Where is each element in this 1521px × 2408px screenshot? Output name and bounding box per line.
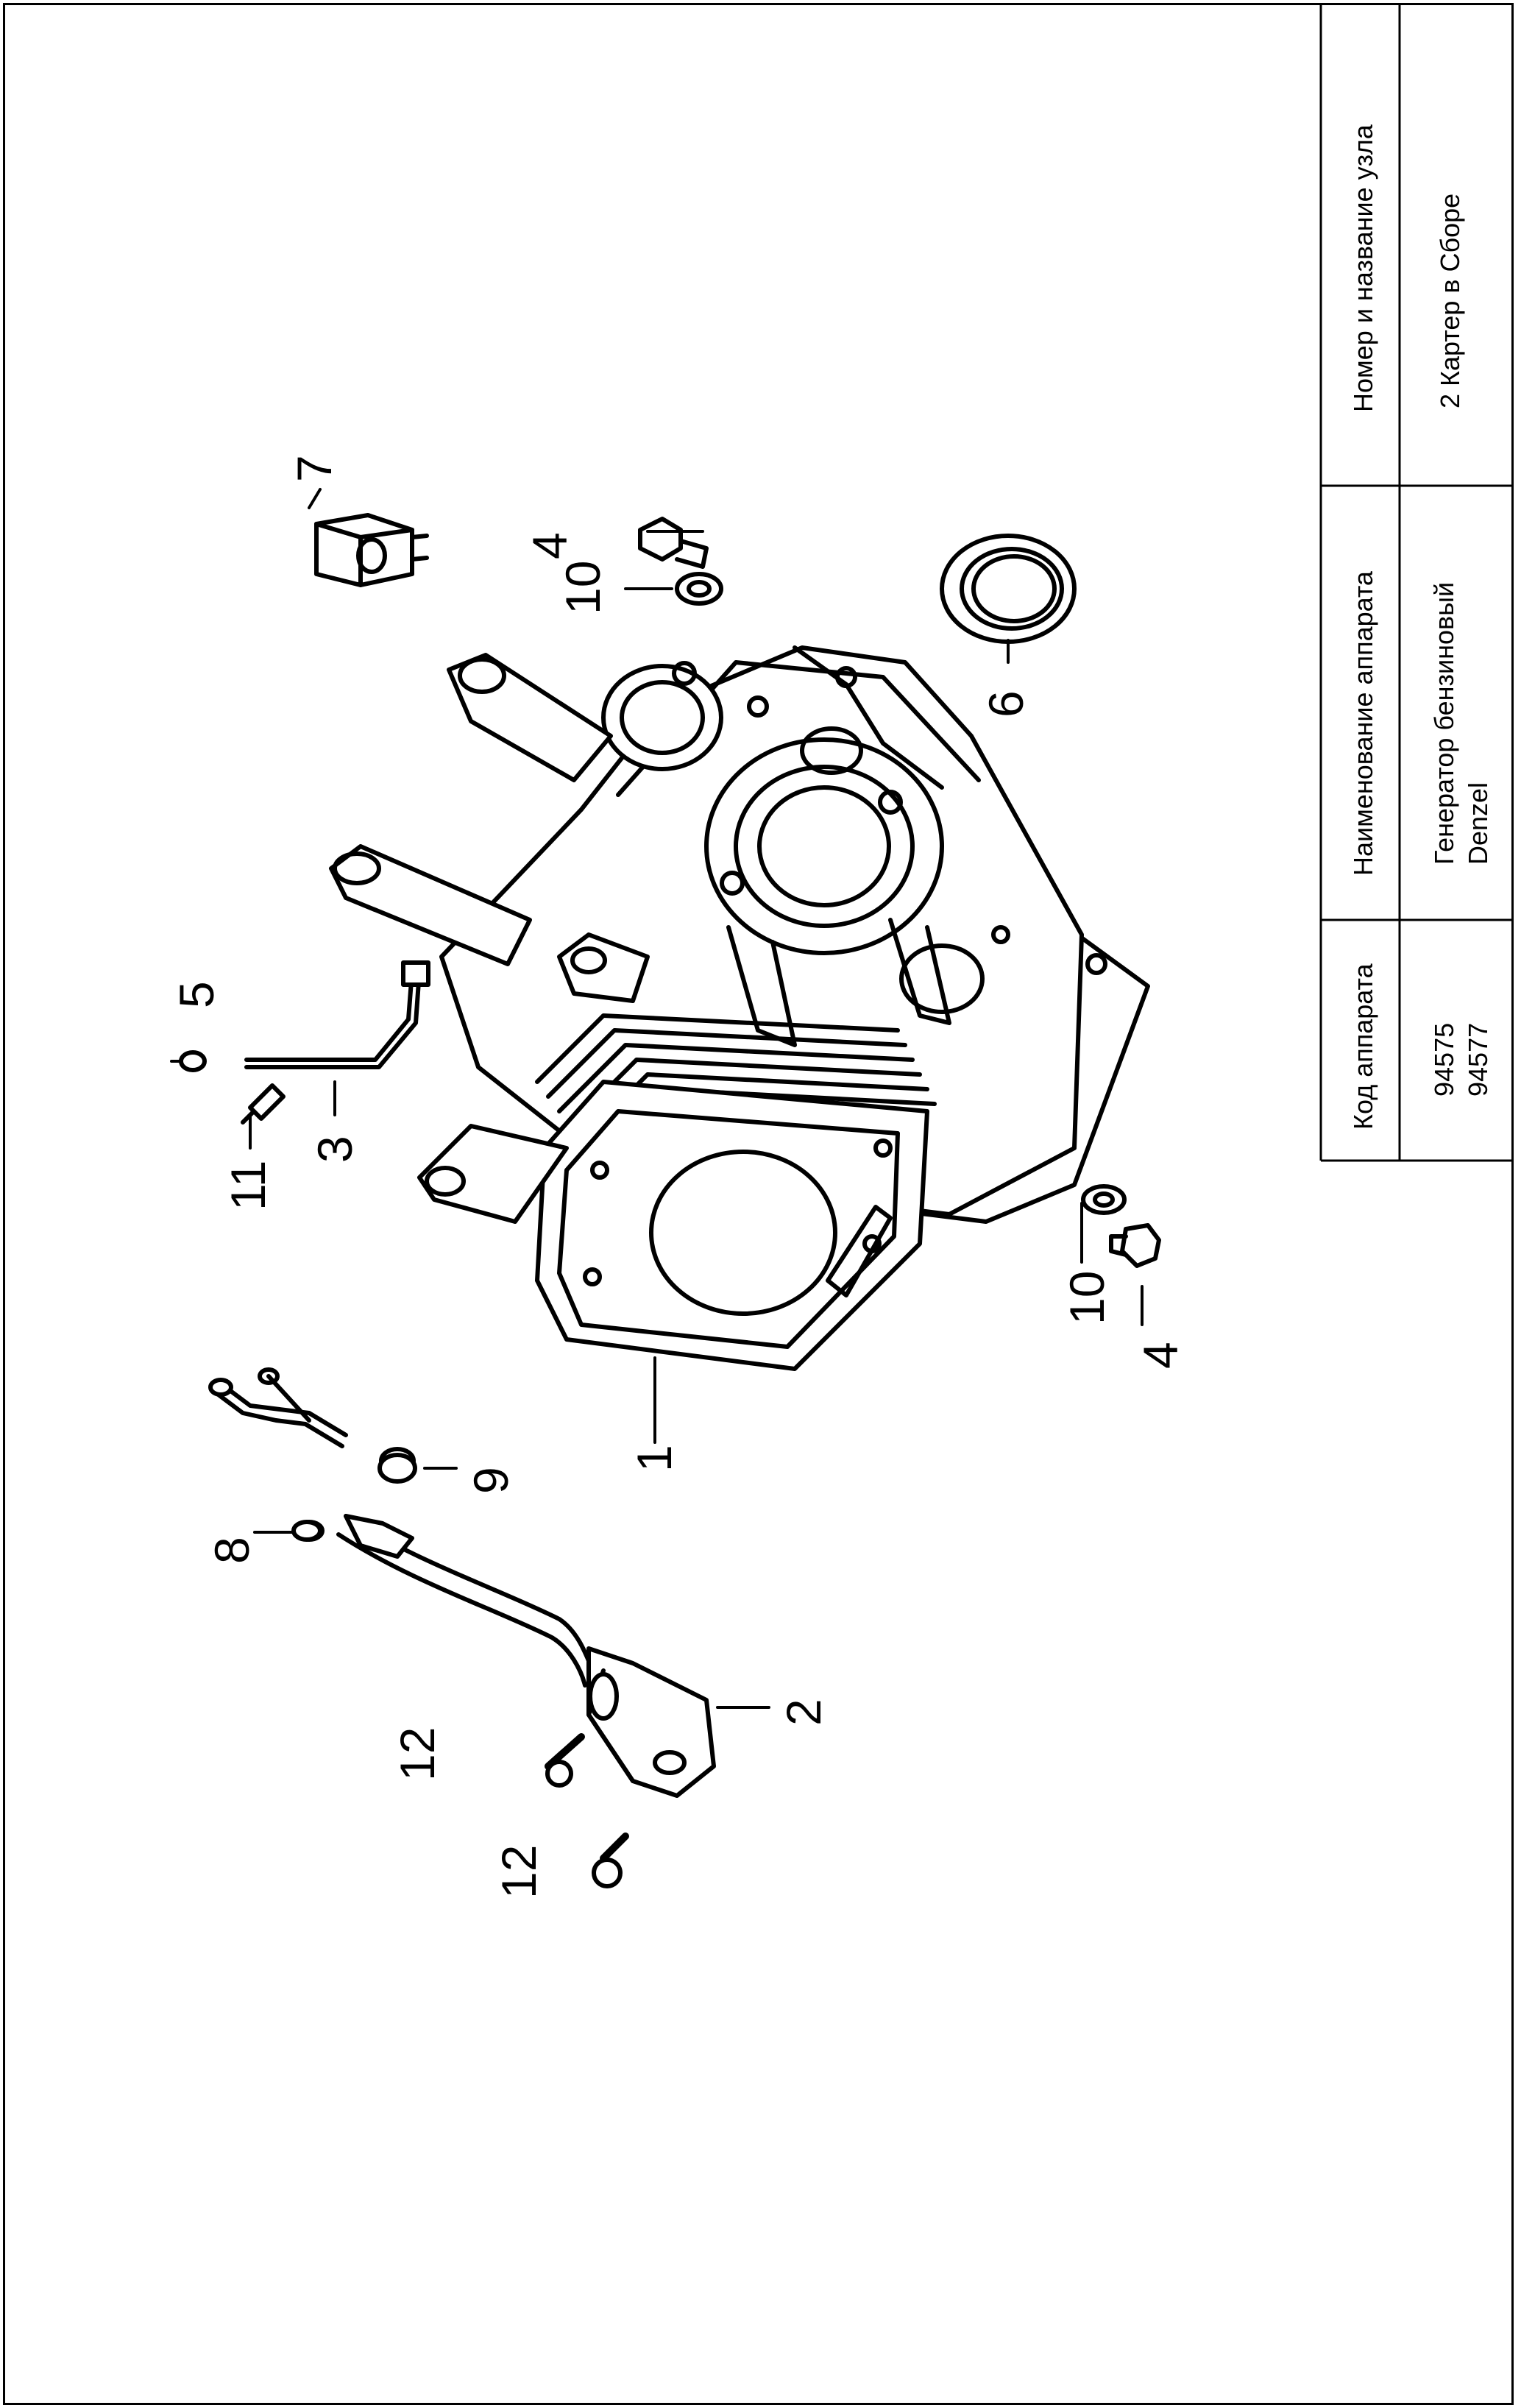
leader-lines	[170, 488, 1144, 1709]
part-3-rod	[244, 960, 430, 1069]
callout-12-bottom: 12	[492, 1845, 546, 1899]
callout-12-top: 12	[390, 1727, 444, 1781]
bolt-and-washer-top	[638, 517, 723, 606]
callout-2: 2	[776, 1699, 831, 1726]
part-9-nut	[377, 1453, 417, 1484]
callout-numbers: 1 2 3 4 4 5 6 7 8 9 10 10 11 12 12	[169, 455, 1188, 1899]
crankcase-body	[329, 645, 1150, 1371]
part-11-clip	[241, 1083, 286, 1125]
part-6-oil-seal	[940, 534, 1077, 644]
callout-9: 9	[464, 1467, 518, 1494]
part-8-washer	[291, 1520, 322, 1542]
callout-5: 5	[169, 981, 224, 1008]
sheet-frame	[3, 3, 1514, 2405]
part-7-block	[314, 513, 429, 587]
callout-7: 7	[287, 455, 341, 482]
callout-10-bottom: 10	[1060, 1271, 1114, 1325]
callout-3: 3	[308, 1136, 362, 1163]
callout-6: 6	[979, 690, 1033, 718]
callout-4-bottom: 4	[1133, 1342, 1188, 1369]
callout-11: 11	[221, 1160, 275, 1211]
part-5-washer	[179, 1050, 207, 1072]
callout-8: 8	[205, 1537, 259, 1564]
callout-1: 1	[627, 1445, 681, 1472]
callout-10-top: 10	[556, 561, 610, 615]
part-12-screws	[545, 1733, 629, 1888]
callout-4-top: 4	[522, 532, 577, 559]
bolt-and-washer-bottom	[1081, 1184, 1161, 1268]
part-2-ignition-coil	[208, 1367, 716, 1798]
